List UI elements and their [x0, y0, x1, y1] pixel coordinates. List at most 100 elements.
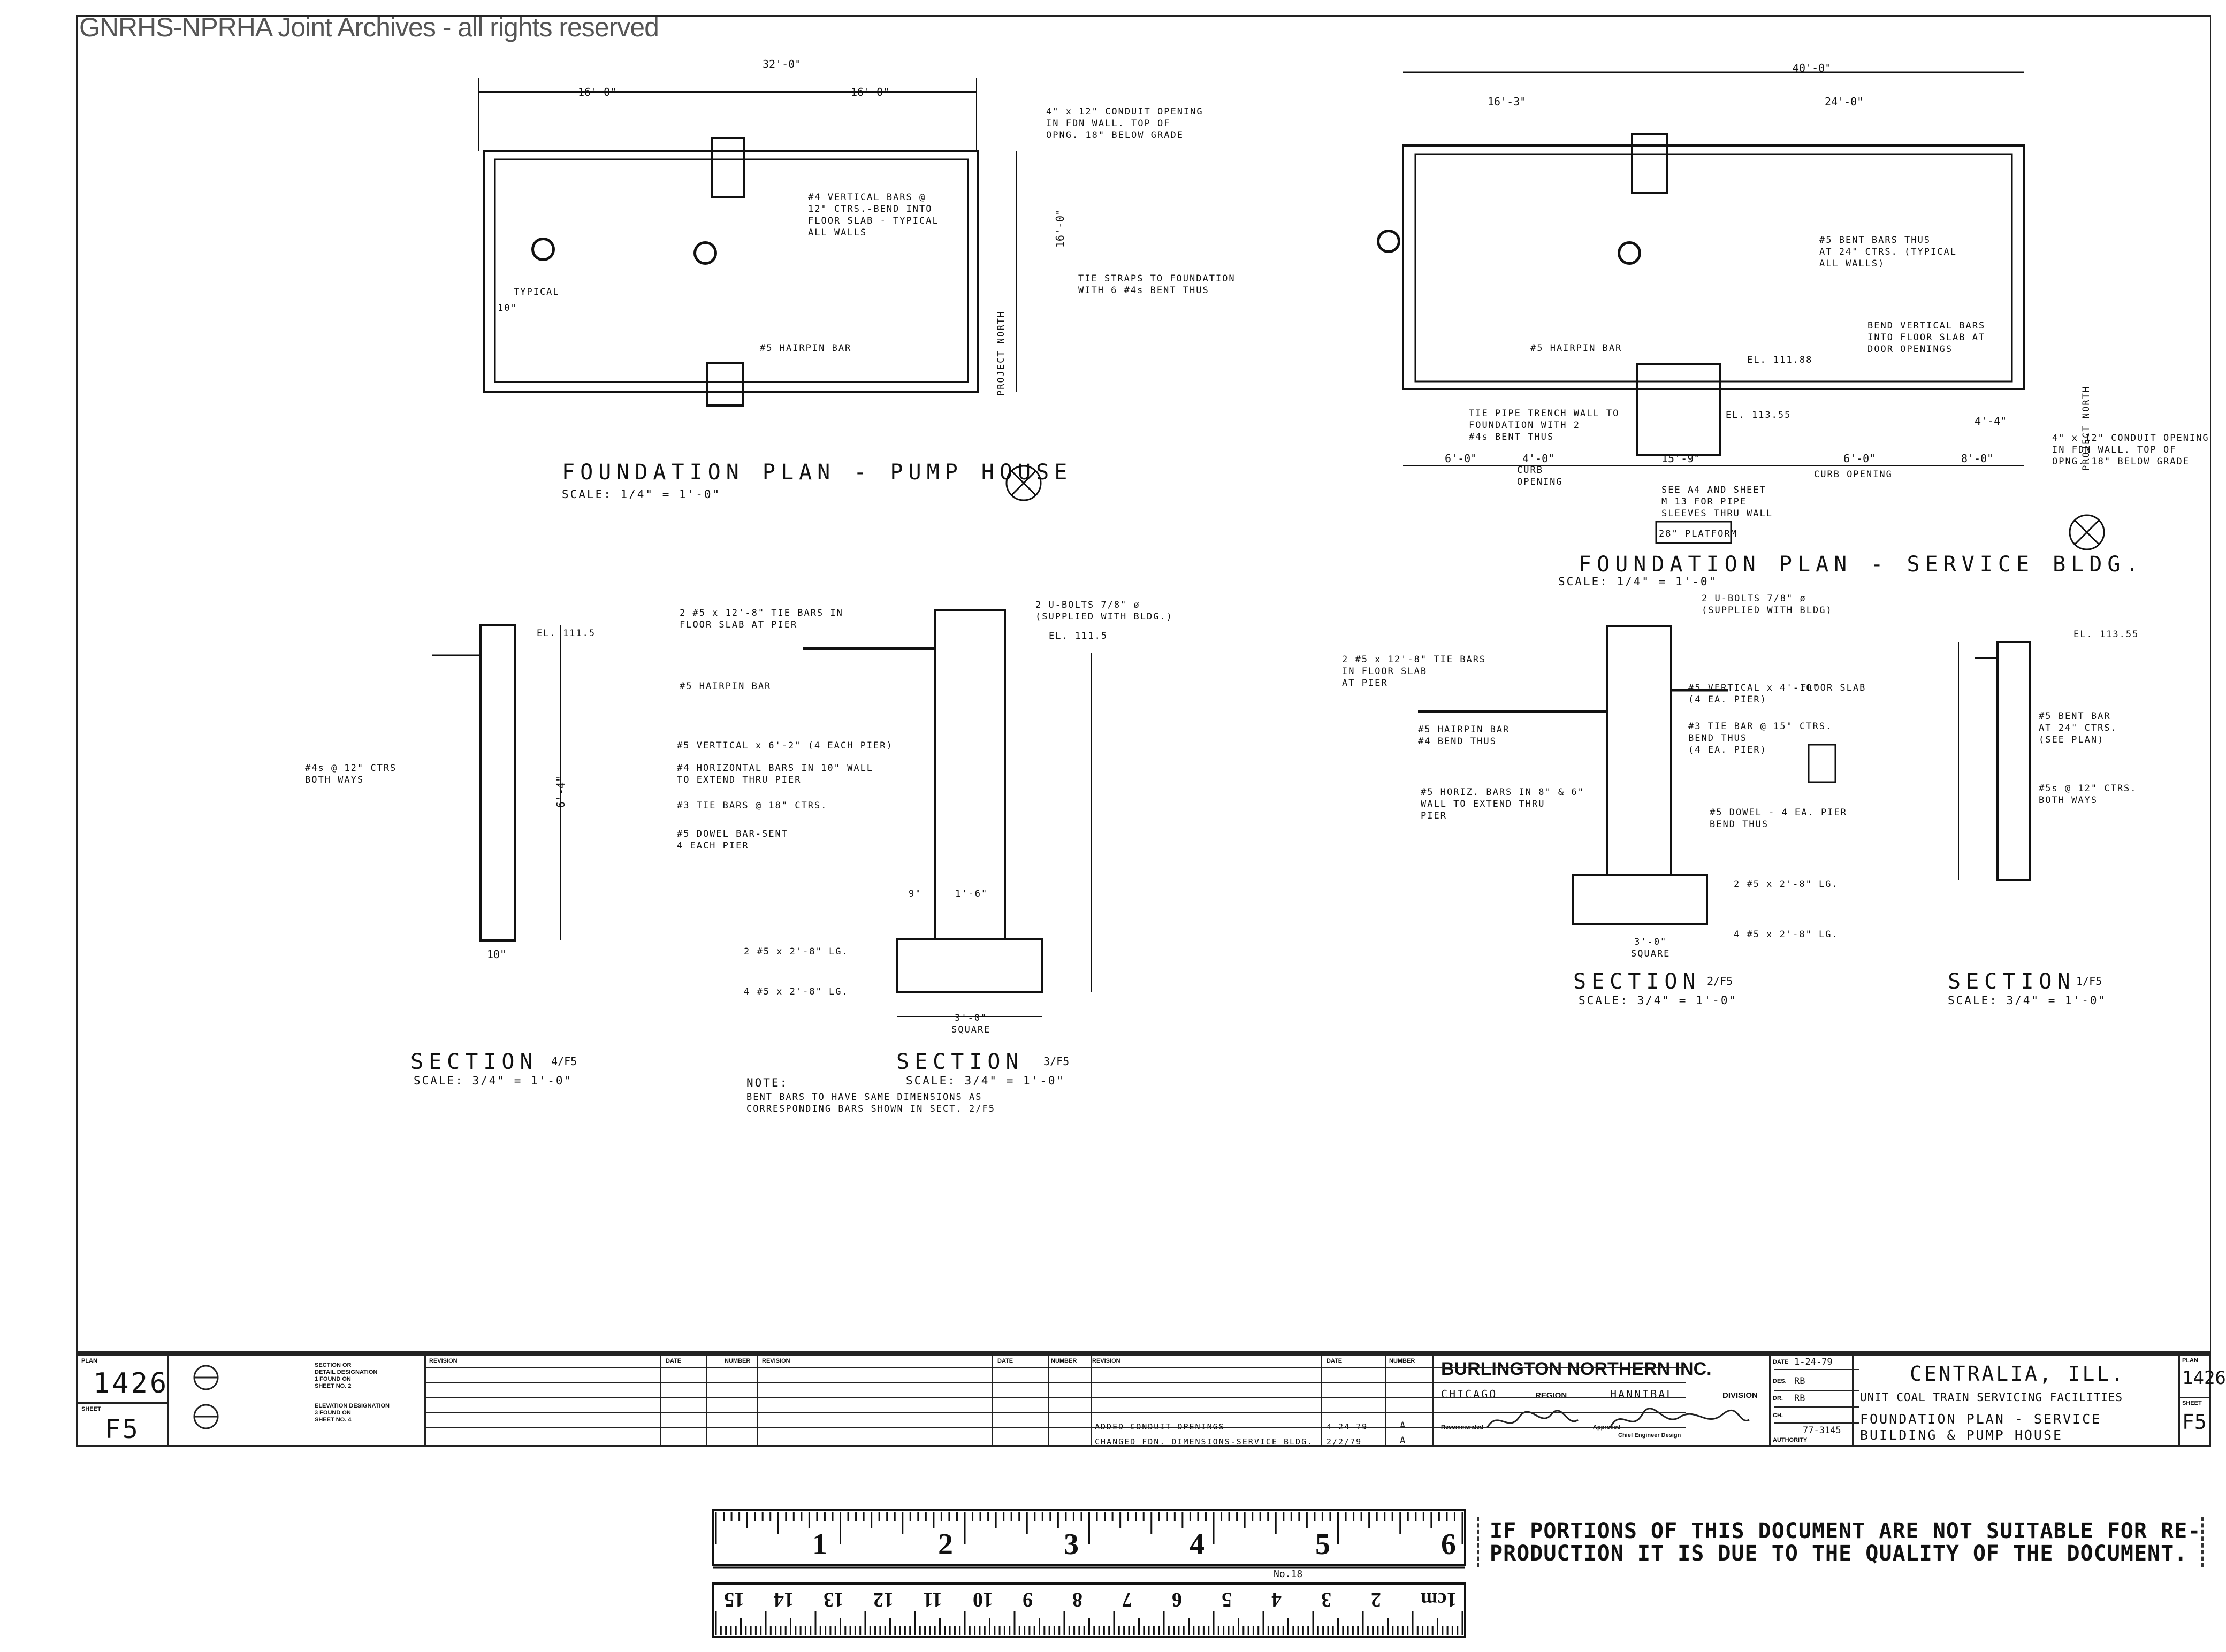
sheet-label: SHEET — [81, 1406, 101, 1412]
s3-nine: 9" — [909, 889, 922, 899]
authority-value: 77-3145 — [1803, 1425, 1841, 1436]
s1-el: EL. 113.55 — [2073, 629, 2139, 640]
rev-number-header: NUMBER — [725, 1358, 751, 1364]
ruler-cm-number: 9 — [1023, 1588, 1033, 1611]
svc-el1: EL. 111.88 — [1747, 355, 1813, 365]
authority-label: AUTHORITY — [1773, 1437, 1808, 1443]
svc-dim-b5: 8'-0" — [1961, 452, 1994, 465]
s3-note-body: BENT BARS TO HAVE SAME DIMENSIONS AS COR… — [746, 1092, 995, 1114]
sheet-cell-right: SHEET F5 — [2178, 1398, 2209, 1447]
s4-label: SECTION — [410, 1050, 538, 1074]
ruler-cm-number: 8 — [1072, 1588, 1082, 1611]
rev-number-header: NUMBER — [1389, 1358, 1415, 1364]
s3-note-title: NOTE: — [746, 1076, 789, 1089]
ruler-cm-number: 15 — [724, 1588, 744, 1611]
svc-el2: EL. 113.55 — [1726, 410, 1792, 420]
svc-bend-vertical-note: BEND VERTICAL BARS INTO FLOOR SLAB AT DO… — [1867, 320, 1986, 355]
ruler-inch-2: 2 — [938, 1528, 953, 1561]
revision-1-text: ADDED CONDUIT OPENINGS — [1095, 1422, 1225, 1432]
disclaimer-text: IF PORTIONS OF THIS DOCUMENT ARE NOT SUI… — [1490, 1519, 2201, 1566]
pump-house-title: FOUNDATION PLAN - PUMP HOUSE — [562, 460, 1073, 485]
title-block: PLAN 1426 SHEET F5 SECTION OR DETAIL DES… — [76, 1353, 2226, 1447]
ruler-inch-6: 6 — [1441, 1528, 1456, 1561]
sheet-cell: SHEET F5 — [78, 1404, 169, 1447]
section-3-footing — [896, 938, 1043, 993]
s2-tie-bar: #3 TIE BAR @ 15" CTRS. BEND THUS (4 EA. … — [1688, 721, 1833, 755]
s3-label: SECTION — [896, 1050, 1024, 1074]
drafting-info: DATE 1-24-79 DES. RB DR. RB CH. 77-3145 … — [1769, 1356, 1852, 1447]
svc-title: FOUNDATION PLAN - SERVICE BLDG. — [1579, 552, 2144, 577]
s3-scale: SCALE: 3/4" = 1'-0" — [906, 1074, 1065, 1087]
s2-vertical: #5 VERTICAL x 4'-10" (4 EA. PIER) — [1688, 683, 1819, 705]
ruler-cm-number: 4 — [1271, 1588, 1282, 1611]
section-1-wall — [1996, 641, 2031, 881]
s2-dowel: #5 DOWEL - 4 EA. PIER BEND THUS — [1710, 807, 1847, 830]
service-bldg-outer-wall — [1402, 144, 2025, 390]
svc-see-sheet-note: SEE A4 AND SHEET M 13 FOR PIPE SLEEVES T… — [1661, 485, 1773, 519]
desc-line-1: UNIT COAL TRAIN SERVICING FACILITIES — [1860, 1391, 2123, 1404]
rev-date-header: DATE — [1327, 1358, 1343, 1364]
ruler-cm-number: 5 — [1222, 1588, 1232, 1611]
ruler-inch-1: 1 — [812, 1528, 827, 1561]
drawing-border — [76, 15, 2211, 1353]
conduit-note: 4" x 12" CONDUIT OPENING IN FDN WALL. TO… — [1046, 106, 1203, 141]
ruler-label: No.18 — [1274, 1569, 1303, 1580]
revision-1-date: 4-24-79 — [1327, 1422, 1368, 1432]
ruler-inch-3: 3 — [1064, 1528, 1079, 1561]
s3-dowel: #5 DOWEL BAR-SENT 4 EACH PIER — [677, 829, 788, 851]
legend-elevation: ELEVATION DESIGNATION 3 FOUND ON SHEET N… — [315, 1403, 390, 1423]
dr-value: RB — [1794, 1393, 1805, 1404]
ruler-cm-number: 1cm — [1421, 1588, 1457, 1611]
svc-hairpin-note: #5 HAIRPIN BAR — [1530, 343, 1622, 354]
ruler-cm-number: 10 — [973, 1588, 993, 1611]
revision-2-date: 2/2/79 — [1327, 1437, 1362, 1447]
s2-ref: 2/F5 — [1707, 975, 1733, 988]
svc-dim-right: 24'-0" — [1825, 95, 1864, 108]
plan-label-right: PLAN — [2182, 1357, 2198, 1364]
desc-line-2: FOUNDATION PLAN - SERVICE — [1860, 1411, 2102, 1427]
s2-label: SECTION — [1573, 969, 1701, 994]
service-bldg-north-arrow — [2069, 514, 2105, 550]
tie-straps-note: TIE STRAPS TO FOUNDATION WITH 6 #4s BENT… — [1078, 273, 1236, 296]
division-label: DIVISION — [1722, 1391, 1758, 1400]
legend-section: SECTION OR DETAIL DESIGNATION 1 FOUND ON… — [315, 1362, 378, 1389]
dr-label: DR. — [1773, 1395, 1783, 1402]
s3-bars2: 4 #5 x 2'-8" LG. — [744, 986, 849, 997]
svc-dim-b1: 6'-0" — [1445, 452, 1477, 465]
svc-curb2: CURB OPENING — [1814, 469, 1893, 480]
company-name: BURLINGTON NORTHERN INC. — [1441, 1359, 1712, 1379]
s4-bars-note: #4s @ 12" CTRS BOTH WAYS — [305, 763, 397, 785]
s2-hairpin: #5 HAIRPIN BAR #4 BEND THUS — [1418, 724, 1510, 747]
ruler-inch-5: 5 — [1315, 1528, 1330, 1561]
revision-block: REVISION DATE NUMBER REVISION DATE NUMBE… — [426, 1356, 1432, 1447]
desc-line-3: BUILDING & PUMP HOUSE — [1860, 1427, 2063, 1443]
s3-pier: 1'-6" — [955, 889, 988, 899]
ruler-inch-4: 4 — [1190, 1528, 1205, 1561]
plan-label: PLAN — [81, 1358, 97, 1364]
s3-ref: 3/F5 — [1043, 1055, 1070, 1068]
rev-date-header: DATE — [666, 1358, 682, 1364]
s3-el: EL. 111.5 — [1049, 631, 1108, 641]
ruler-cm-number: 11 — [923, 1588, 942, 1611]
s1-label: SECTION — [1948, 969, 2076, 994]
ruler-cm-number: 7 — [1122, 1588, 1132, 1611]
s4-el: EL. 111.5 — [537, 628, 596, 639]
s3-bars1: 2 #5 x 2'-8" LG. — [744, 946, 849, 957]
revision-2-text: CHANGED FDN. DIMENSIONS-SERVICE BLDG. — [1095, 1437, 1314, 1447]
company-block: BURLINGTON NORTHERN INC. CHICAGO REGION … — [1432, 1356, 1769, 1447]
s4-scale: SCALE: 3/4" = 1'-0" — [414, 1074, 573, 1087]
s2-floor-slab: FLOOR SLAB — [1801, 683, 1866, 693]
s3-tie: #3 TIE BARS @ 18" CTRS. — [677, 800, 828, 811]
revision-1-number: A — [1400, 1420, 1407, 1431]
service-bldg-inner-wall — [1414, 153, 2013, 383]
rev-header: REVISION — [1092, 1358, 1120, 1364]
rev-number-header: NUMBER — [1051, 1358, 1077, 1364]
s2-bars1: 2 #5 x 2'-8" LG. — [1734, 879, 1839, 890]
pump-house-inner-wall — [494, 158, 969, 383]
rev-header: REVISION — [762, 1358, 790, 1364]
plan-cell: PLAN 1426 — [78, 1356, 169, 1404]
pump-house-scale: SCALE: 1/4" = 1'-0" — [562, 488, 721, 501]
s4-width: 10" — [487, 948, 507, 961]
